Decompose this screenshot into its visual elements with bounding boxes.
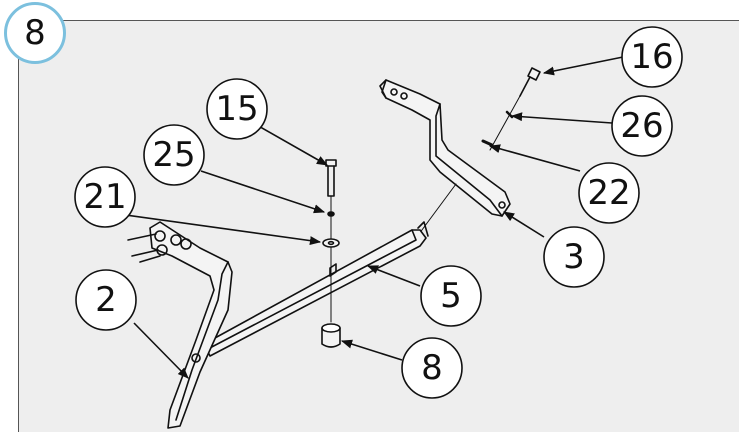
leader-16	[542, 56, 624, 76]
callout-circle-8	[401, 337, 463, 399]
step-number: 8	[24, 13, 46, 53]
callout-circle-2	[75, 269, 137, 331]
axis-line-middle	[415, 183, 457, 239]
part-21-washer	[322, 238, 340, 248]
leader-26	[510, 112, 613, 124]
part-22-washer	[481, 139, 494, 147]
callout-label-3: 3	[563, 237, 585, 277]
part-15-bolt	[325, 159, 337, 197]
leader-21	[125, 214, 322, 246]
callout-circle-3	[543, 226, 605, 288]
callout-circle-26	[611, 95, 673, 157]
part-8-spacer	[321, 323, 341, 348]
callout-circle-15	[206, 78, 268, 140]
part-25-nut	[327, 211, 335, 217]
leader-25	[200, 170, 326, 214]
callout-label-5: 5	[440, 276, 462, 316]
part-3-bracket	[379, 79, 511, 217]
callout-label-8: 8	[421, 348, 443, 388]
part-2-bracket	[127, 221, 233, 429]
leader-3	[503, 211, 545, 238]
callout-circle-25	[143, 124, 205, 186]
callout-circle-16	[621, 26, 683, 88]
leader-2	[133, 322, 189, 379]
callout-circle-21	[74, 166, 136, 228]
callout-label-25: 25	[152, 135, 195, 175]
axis-line-right	[489, 95, 521, 151]
callout-circle-22	[578, 162, 640, 224]
drawing-panel	[18, 20, 739, 432]
part-16-bolt	[519, 67, 541, 97]
callout-label-21: 21	[83, 177, 126, 217]
leader-22	[488, 144, 581, 172]
leader-15	[254, 123, 328, 166]
callout-circle-5	[420, 265, 482, 327]
leader-5	[366, 265, 421, 287]
callout-label-2: 2	[95, 280, 117, 320]
callout-label-15: 15	[215, 89, 258, 129]
step-number-badge: 8	[4, 2, 66, 64]
callout-label-26: 26	[620, 106, 663, 146]
part-5-bar	[203, 221, 429, 357]
callout-label-22: 22	[587, 173, 630, 213]
callout-label-16: 16	[630, 37, 673, 77]
leader-8	[340, 339, 403, 361]
